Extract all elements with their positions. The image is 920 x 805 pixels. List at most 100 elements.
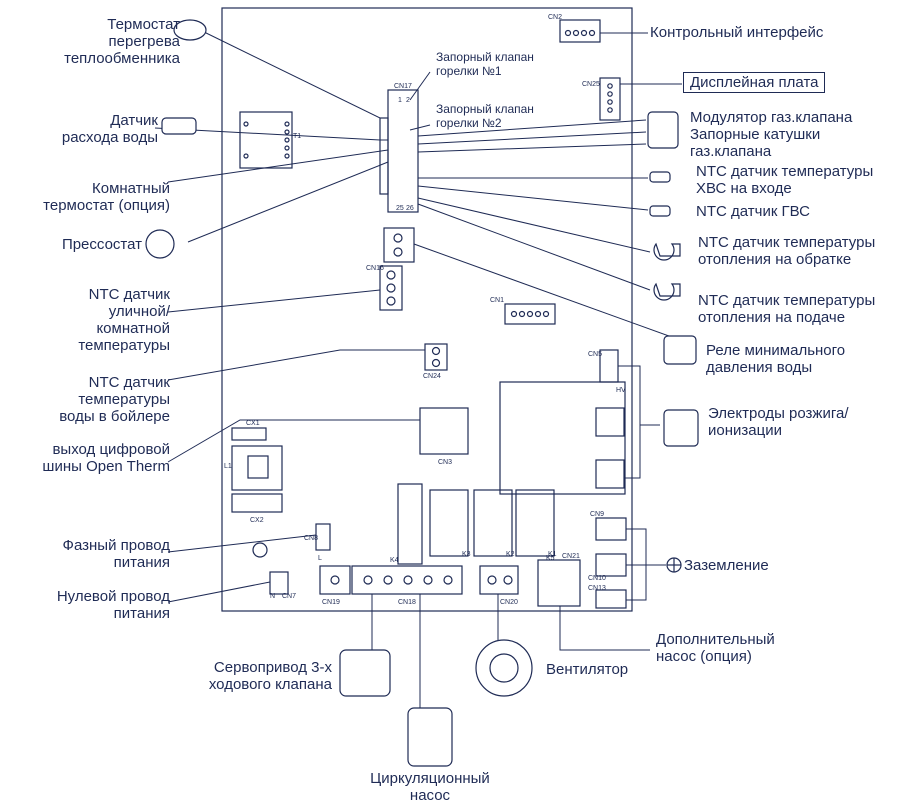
- overheat-thermostat-icon: [173, 19, 207, 41]
- label-aux-pump: Дополнительный насос (опция): [656, 631, 775, 665]
- relay-k1: [515, 489, 555, 557]
- ntc-supply-clip-icon: [653, 282, 681, 301]
- label-ntc-heating-return: NTC датчик температуры отопления на обра…: [698, 234, 876, 268]
- k3-label: K3: [462, 551, 471, 558]
- label-ntc-heating-supply: NTC датчик температуры отопления на пода…: [698, 292, 876, 326]
- label-circulation-pump: Циркуляционный насос: [370, 770, 490, 804]
- label-ntc-boiler: NTC датчик температуры воды в бойлере: [59, 374, 170, 425]
- label-servo-3way: Сервопривод 3-х ходового клапана: [208, 659, 332, 693]
- t1-transformer: [239, 111, 293, 169]
- connector-3pin: [383, 227, 415, 263]
- l-label: L: [318, 555, 322, 562]
- hv-label: HV: [616, 387, 626, 394]
- label-ntc-cold-in: NTC датчик температуры ХВС на входе: [696, 163, 874, 197]
- cn21-connector: [537, 559, 581, 607]
- l1-coil: [231, 445, 283, 491]
- min-pressure-relay-icon: [663, 335, 697, 365]
- relay-k2: [473, 489, 513, 557]
- l1-label: L1: [224, 463, 232, 470]
- cn25-label: CN25: [582, 81, 600, 88]
- cx1-capacitor: [231, 427, 267, 441]
- cn20-label: CN20: [500, 599, 518, 606]
- cx2-capacitor: [231, 493, 283, 513]
- pin26-label: 26: [406, 205, 414, 212]
- cn3-connector: [419, 407, 469, 455]
- cn3-label: CN3: [438, 459, 452, 466]
- cn8-connector: [315, 523, 331, 551]
- cn10-label: CN10: [588, 575, 606, 582]
- control-board: [221, 7, 633, 612]
- cn5-connector: [599, 349, 619, 383]
- cn9-connector: [595, 517, 627, 541]
- cn5-label: CN5: [588, 351, 602, 358]
- cn2-label: CN2: [548, 14, 562, 21]
- cn16-label: CN16: [366, 265, 384, 272]
- cx2-label: CX2: [250, 517, 264, 524]
- gas-valve-icon: [647, 111, 679, 149]
- cn18-connector: [351, 565, 463, 595]
- pin1-label: 1: [398, 97, 402, 104]
- k5-label: K5: [546, 555, 555, 562]
- cn18-label: CN18: [398, 599, 416, 606]
- label-control-interface: Контрольный интерфейс: [650, 24, 824, 41]
- ntc-return-clip-icon: [653, 242, 681, 261]
- cn24-label: CN24: [423, 373, 441, 380]
- hv-module: [499, 381, 626, 495]
- label-room-thermostat: Комнатный термостат (опция): [43, 180, 170, 214]
- cn21-label: CN21: [562, 553, 580, 560]
- k4-label: K4: [390, 557, 399, 564]
- servo-drive-icon: [339, 649, 391, 697]
- cx1-label: CX1: [246, 420, 260, 427]
- label-fan: Вентилятор: [546, 661, 629, 678]
- cn20-connector: [479, 565, 519, 595]
- k1-label: K1: [548, 551, 557, 558]
- cn7-label: CN7: [282, 593, 296, 600]
- relay-k3: [429, 489, 469, 557]
- label-display-board: Дисплейная плата: [683, 72, 826, 93]
- label-phase-wire: Фазный провод питания: [62, 537, 170, 571]
- cn9-label: CN9: [590, 511, 604, 518]
- cn25-connector: [599, 77, 621, 121]
- label-shutoff-valve-1: Запорный клапан горелки №1: [436, 50, 534, 78]
- cn24-connector: [424, 343, 448, 371]
- n-label: N: [270, 593, 275, 600]
- pin2-label: 2: [406, 97, 410, 104]
- label-ntc-dhw: NTC датчик ГВС: [696, 203, 811, 220]
- cn17-connector: [387, 89, 419, 213]
- label-ignition: Электроды розжига/ ионизации: [708, 405, 849, 439]
- label-gas-coils: Запорные катушки газ.клапана: [690, 126, 821, 160]
- label-pressure-switch: Прессостат: [61, 236, 142, 253]
- relay-k4: [397, 483, 423, 565]
- label-overheat-thermostat: Термостат перегрева теплообменника: [64, 16, 180, 67]
- pin25-label: 25: [396, 205, 404, 212]
- t1-label: T1: [293, 133, 301, 140]
- cn13-connector: [595, 589, 627, 609]
- ignition-electrode-icon: [663, 409, 699, 447]
- circulation-pump-icon: [407, 707, 453, 767]
- pressure-switch-icon: [145, 229, 175, 259]
- label-shutoff-valve-2: Запорный клапан горелки №2: [436, 102, 534, 130]
- cn7-connector: [269, 571, 289, 595]
- flow-sensor-icon: [161, 117, 197, 135]
- ntc-cold-sensor-icon: [649, 171, 671, 183]
- ntc-dhw-sensor-icon: [649, 205, 671, 217]
- cn1-label: CN1: [490, 297, 504, 304]
- label-gas-modulator: Модулятор газ.клапана: [690, 109, 853, 126]
- cn19-label: CN19: [322, 599, 340, 606]
- label-flow-sensor: Датчик расхода воды: [61, 112, 158, 146]
- cn16-connector: [379, 265, 403, 311]
- label-ntc-outdoor: NTC датчик уличной/ комнатной температур…: [78, 286, 170, 354]
- label-min-pressure-relay: Реле минимального давления воды: [706, 342, 846, 376]
- cn1-connector: [504, 303, 556, 325]
- cn19-connector: [319, 565, 351, 595]
- cn2-connector: [559, 19, 601, 43]
- cn8-label: CN8: [304, 535, 318, 542]
- cn10-connector: [595, 553, 627, 577]
- cn17-label: CN17: [394, 83, 412, 90]
- label-opentherm: выход цифровой шины Open Therm: [42, 441, 170, 475]
- cn13-label: CN13: [588, 585, 606, 592]
- label-grounding: Заземление: [684, 557, 769, 574]
- label-neutral-wire: Нулевой провод питания: [56, 588, 170, 622]
- k2-label: K2: [506, 551, 515, 558]
